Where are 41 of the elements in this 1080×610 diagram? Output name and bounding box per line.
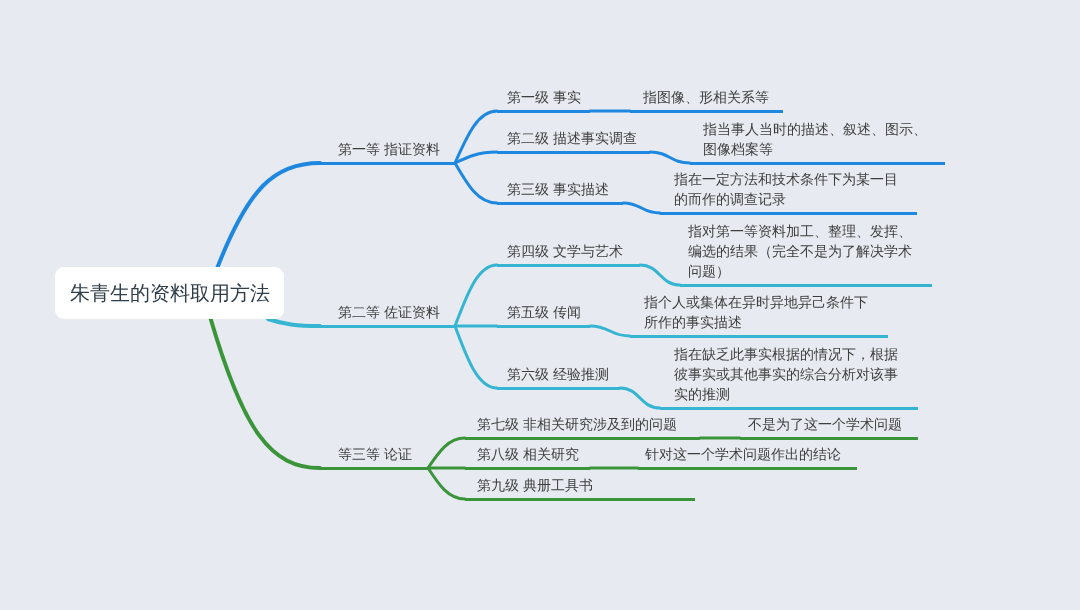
branch-line xyxy=(453,161,499,205)
note-topic: 指图像、形相关系等 xyxy=(630,86,783,113)
note-topic: 不是为了这一个学术问题 xyxy=(740,413,918,440)
branch-line xyxy=(588,324,632,338)
branch-line xyxy=(426,436,467,470)
note-topic: 指在缺乏此事实根据的情况下，根据彼事实或其他事实的综合分析对该事实的推测 xyxy=(660,343,918,410)
subtopic: 第六级 经验推测 xyxy=(497,363,620,390)
subtopic: 第九级 典册工具书 xyxy=(465,474,695,501)
branch-line xyxy=(453,324,499,328)
subtopic: 第四级 文学与艺术 xyxy=(497,240,640,267)
branch-line xyxy=(426,466,467,470)
branch-line xyxy=(453,324,499,390)
note-topic: 指当事人当时的描述、叙述、图示、图像档案等 xyxy=(690,118,945,165)
subtopic: 第三级 事实描述 xyxy=(497,178,623,205)
subtopic: 第八级 相关研究 xyxy=(465,443,590,470)
branch-line xyxy=(698,436,742,440)
branch-line xyxy=(648,150,692,165)
branch-line xyxy=(638,263,682,287)
main-topic: 等三等 论证 xyxy=(320,443,428,470)
branch-line xyxy=(453,109,499,165)
branch-line xyxy=(588,109,632,113)
branch-line xyxy=(618,386,662,410)
note-topic: 针对这一个学术问题作出的结论 xyxy=(638,443,857,470)
note-topic: 指在一定方法和技术条件下为某一目的而作的调查记录 xyxy=(660,168,917,215)
branch-line xyxy=(426,466,467,501)
branch-line xyxy=(621,201,662,215)
subtopic: 第七级 非相关研究涉及到的问题 xyxy=(465,413,700,440)
main-topic: 第一等 指证资料 xyxy=(320,138,455,165)
central-topic-box: 朱青生的资料取用方法 xyxy=(55,267,284,319)
note-topic: 指个人或集体在异时异地异己条件下所作的事实描述 xyxy=(630,291,888,338)
subtopic: 第一级 事实 xyxy=(497,86,590,113)
branch-line xyxy=(215,161,322,269)
branch-line xyxy=(265,317,322,328)
branch-line xyxy=(453,150,499,165)
main-topic: 第二等 佐证资料 xyxy=(320,301,455,328)
subtopic: 第五级 传闻 xyxy=(497,301,590,328)
branch-line xyxy=(588,466,640,470)
branch-line xyxy=(208,317,322,470)
branch-line xyxy=(453,263,499,328)
note-topic: 指对第一等资料加工、整理、发挥、编选的结果（完全不是为了解决学术问题） xyxy=(680,220,932,287)
subtopic: 第二级 描述事实调查 xyxy=(497,127,650,154)
